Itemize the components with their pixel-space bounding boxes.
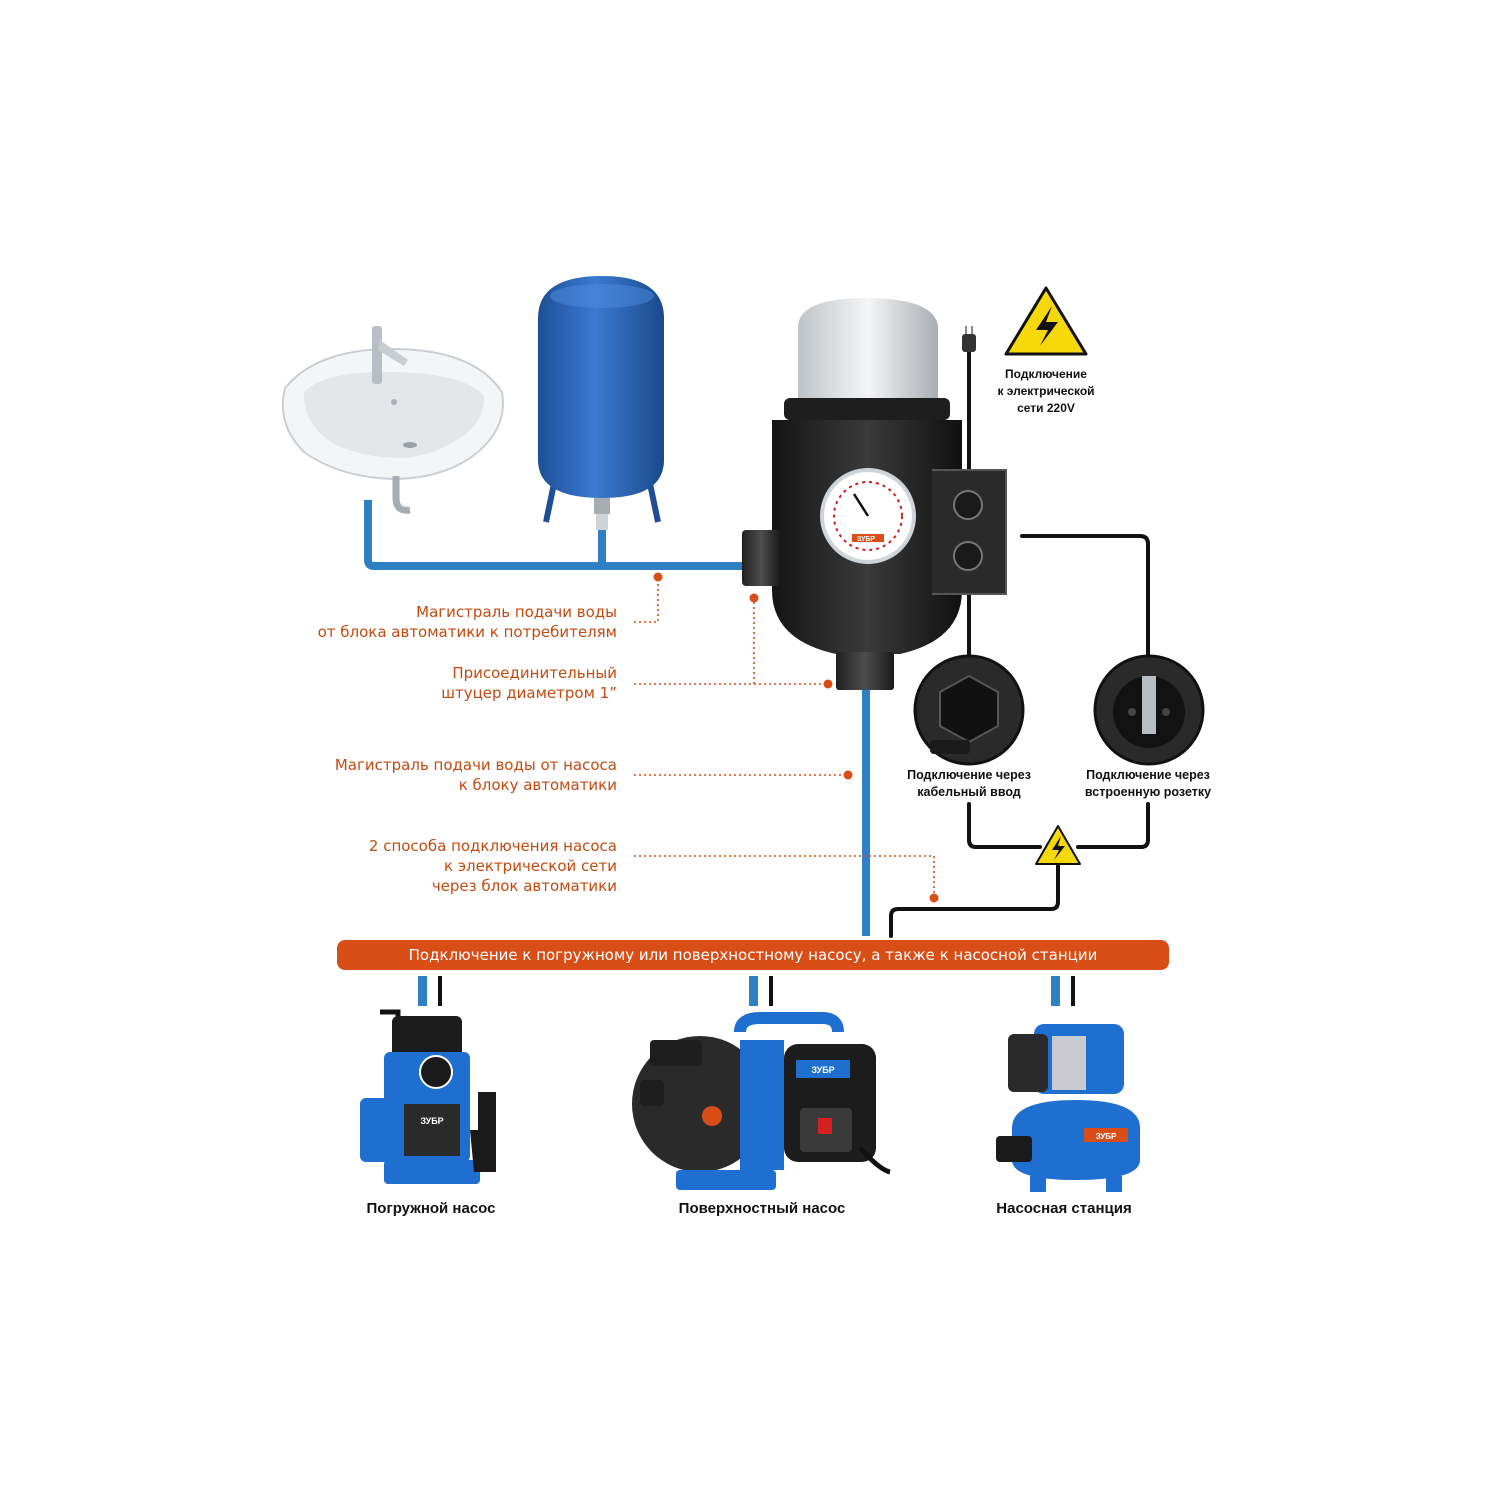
pump-station-icon: [996, 1024, 1140, 1192]
brand-mark-submersible: ЗУБР: [420, 1116, 443, 1126]
callout-pump-main: Магистраль подачи воды от насоса к блоку…: [335, 755, 617, 795]
leader-dot: [929, 893, 939, 903]
pump-connection-banner: Подключение к погружному или поверхностн…: [337, 940, 1169, 970]
callout-supply-main: Магистраль подачи воды от блока автомати…: [318, 602, 617, 642]
leader-supply-main: [634, 578, 659, 623]
leader-dot: [843, 770, 853, 780]
leader-methods: [634, 855, 935, 896]
supply-main-pipe: [364, 500, 760, 570]
pump-station-label: Насосная станция: [996, 1200, 1132, 1217]
cable-gland-label: Подключение через кабельный ввод: [907, 767, 1031, 801]
leader-dots: [653, 572, 939, 903]
callout-line: штуцер диаметром 1”: [441, 684, 617, 702]
connection-label-line: Подключение через: [1086, 768, 1210, 782]
leader-fitting: [634, 600, 826, 685]
power-label-line: к электрической: [997, 384, 1095, 398]
brand-mark-controller: ЗУБР: [857, 536, 876, 543]
callout-line: Присоединительный: [452, 664, 617, 682]
leader-dot: [823, 679, 833, 689]
callout-line: от блока автоматики к потребителям: [317, 623, 617, 641]
power-connection-label: Подключение к электрической сети 220V: [997, 366, 1094, 417]
surface-pump-icon: [632, 1012, 891, 1190]
socket-cable: [1020, 534, 1150, 662]
connection-label-line: Подключение через: [907, 768, 1031, 782]
cable-gland-icon: [913, 654, 1025, 766]
sink-icon: [281, 326, 504, 514]
callout-methods: 2 способа подключения насоса к электриче…: [369, 836, 617, 896]
callout-line: к электрической сети: [444, 857, 617, 875]
water-pipes: [364, 500, 870, 936]
surface-pump-label: Поверхностный насос: [678, 1200, 846, 1217]
socket-to-warning-cable: [1076, 802, 1150, 849]
leader-lines: [634, 578, 935, 896]
leader-dot: [749, 593, 759, 603]
submersible-pump-icon: [360, 1009, 496, 1184]
brand-mark-station: ЗУБР: [1096, 1132, 1117, 1141]
callout-line: к блоку автоматики: [458, 776, 617, 794]
callout-fitting: Присоединительный штуцер диаметром 1”: [441, 663, 617, 703]
callout-line: Магистраль подачи воды: [416, 603, 617, 621]
pressure-controller-icon: [742, 298, 1007, 690]
gland-to-warning-cable: [967, 802, 1042, 849]
socket-icon: [1093, 654, 1205, 766]
connection-label-line: кабельный ввод: [917, 785, 1021, 799]
socket-label: Подключение через встроенную розетку: [1085, 767, 1211, 801]
callout-line: Магистраль подачи воды от насоса: [334, 756, 617, 774]
plug-icon: [962, 326, 976, 352]
junction-warning-icon: [1035, 825, 1081, 865]
brand-mark-surface: ЗУБР: [811, 1065, 834, 1075]
leader-dot: [653, 572, 663, 582]
pressure-gauge-icon: [820, 468, 916, 564]
expansion-tank-icon: [538, 276, 664, 530]
pump-power-cable: [889, 864, 1060, 938]
callout-line: 2 способа подключения насоса: [368, 837, 617, 855]
pump-connectors: [418, 976, 1075, 1006]
power-label-line: сети 220V: [1017, 401, 1075, 415]
submersible-pump-label: Погружной насос: [366, 1200, 496, 1217]
connection-label-line: встроенную розетку: [1084, 785, 1212, 799]
callout-line: через блок автоматики: [431, 877, 617, 895]
high-voltage-warning-icon: [1004, 286, 1088, 356]
power-label-line: Подключение: [1005, 367, 1087, 381]
